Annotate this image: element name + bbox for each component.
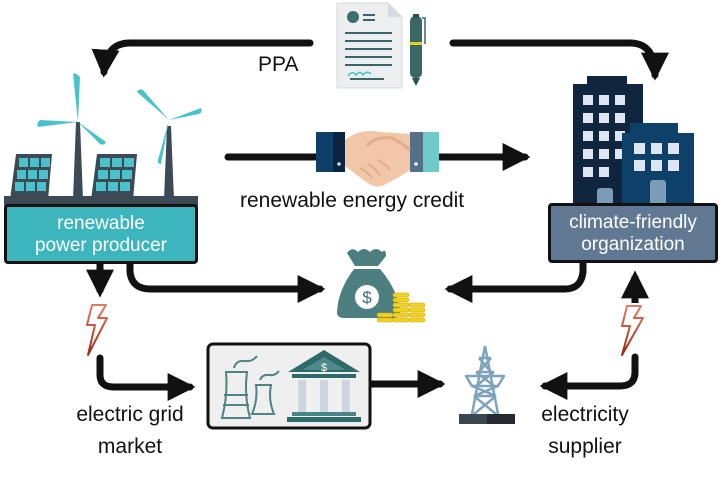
dollar-sign: $ — [362, 288, 372, 307]
bank-dollar-sign: $ — [321, 362, 327, 374]
ppa-arrow-left — [91, 39, 314, 78]
lightning-icon — [621, 305, 644, 356]
organization-node: climate-friendly organization — [548, 203, 718, 263]
transmission-tower-icon — [464, 345, 506, 415]
wind-turbine-icon — [137, 89, 202, 200]
grid-market-label-line1: electric grid — [76, 403, 184, 426]
grid-market-label-line2: market — [97, 435, 163, 458]
tower-base — [459, 414, 487, 424]
organization-label-line2: organization — [581, 234, 685, 255]
coins-icon — [376, 292, 426, 323]
producer-label-line2: power producer — [34, 235, 168, 256]
supplier-label-line1: electricity — [541, 403, 629, 426]
payment-arrow-from-organization — [444, 258, 587, 303]
payment-arrow-from-producer — [126, 258, 326, 303]
supplier-label: electricity supplier — [520, 402, 650, 460]
bank-icon — [287, 350, 361, 422]
tower-base — [487, 414, 515, 424]
producer-base — [4, 196, 198, 206]
money-bag-icon — [337, 249, 400, 318]
office-building-icon — [622, 123, 694, 209]
producer-node: renewable power producer — [4, 204, 198, 264]
rec-label: renewable energy credit — [240, 189, 465, 212]
ppa-label: PPA — [258, 53, 299, 76]
grid-market-label: electric grid market — [55, 402, 205, 460]
power-arrow-to-grid-market — [96, 354, 196, 401]
solar-panel-icon — [91, 154, 137, 200]
organization-label-line1: climate-friendly — [569, 212, 697, 233]
lightning-icon — [86, 304, 108, 356]
power-plant-icon — [220, 355, 280, 419]
pen-icon — [410, 14, 426, 86]
producer-label-line1: renewable — [57, 213, 145, 234]
ppa-arrow-right — [449, 39, 669, 81]
wind-turbine-icon — [37, 73, 106, 200]
contract-document-icon — [336, 2, 403, 89]
supplier-label-line2: supplier — [548, 435, 622, 458]
handshake-icon — [316, 131, 439, 187]
supplier-feed-arrow — [539, 353, 639, 400]
solar-panel-icon — [10, 154, 52, 200]
